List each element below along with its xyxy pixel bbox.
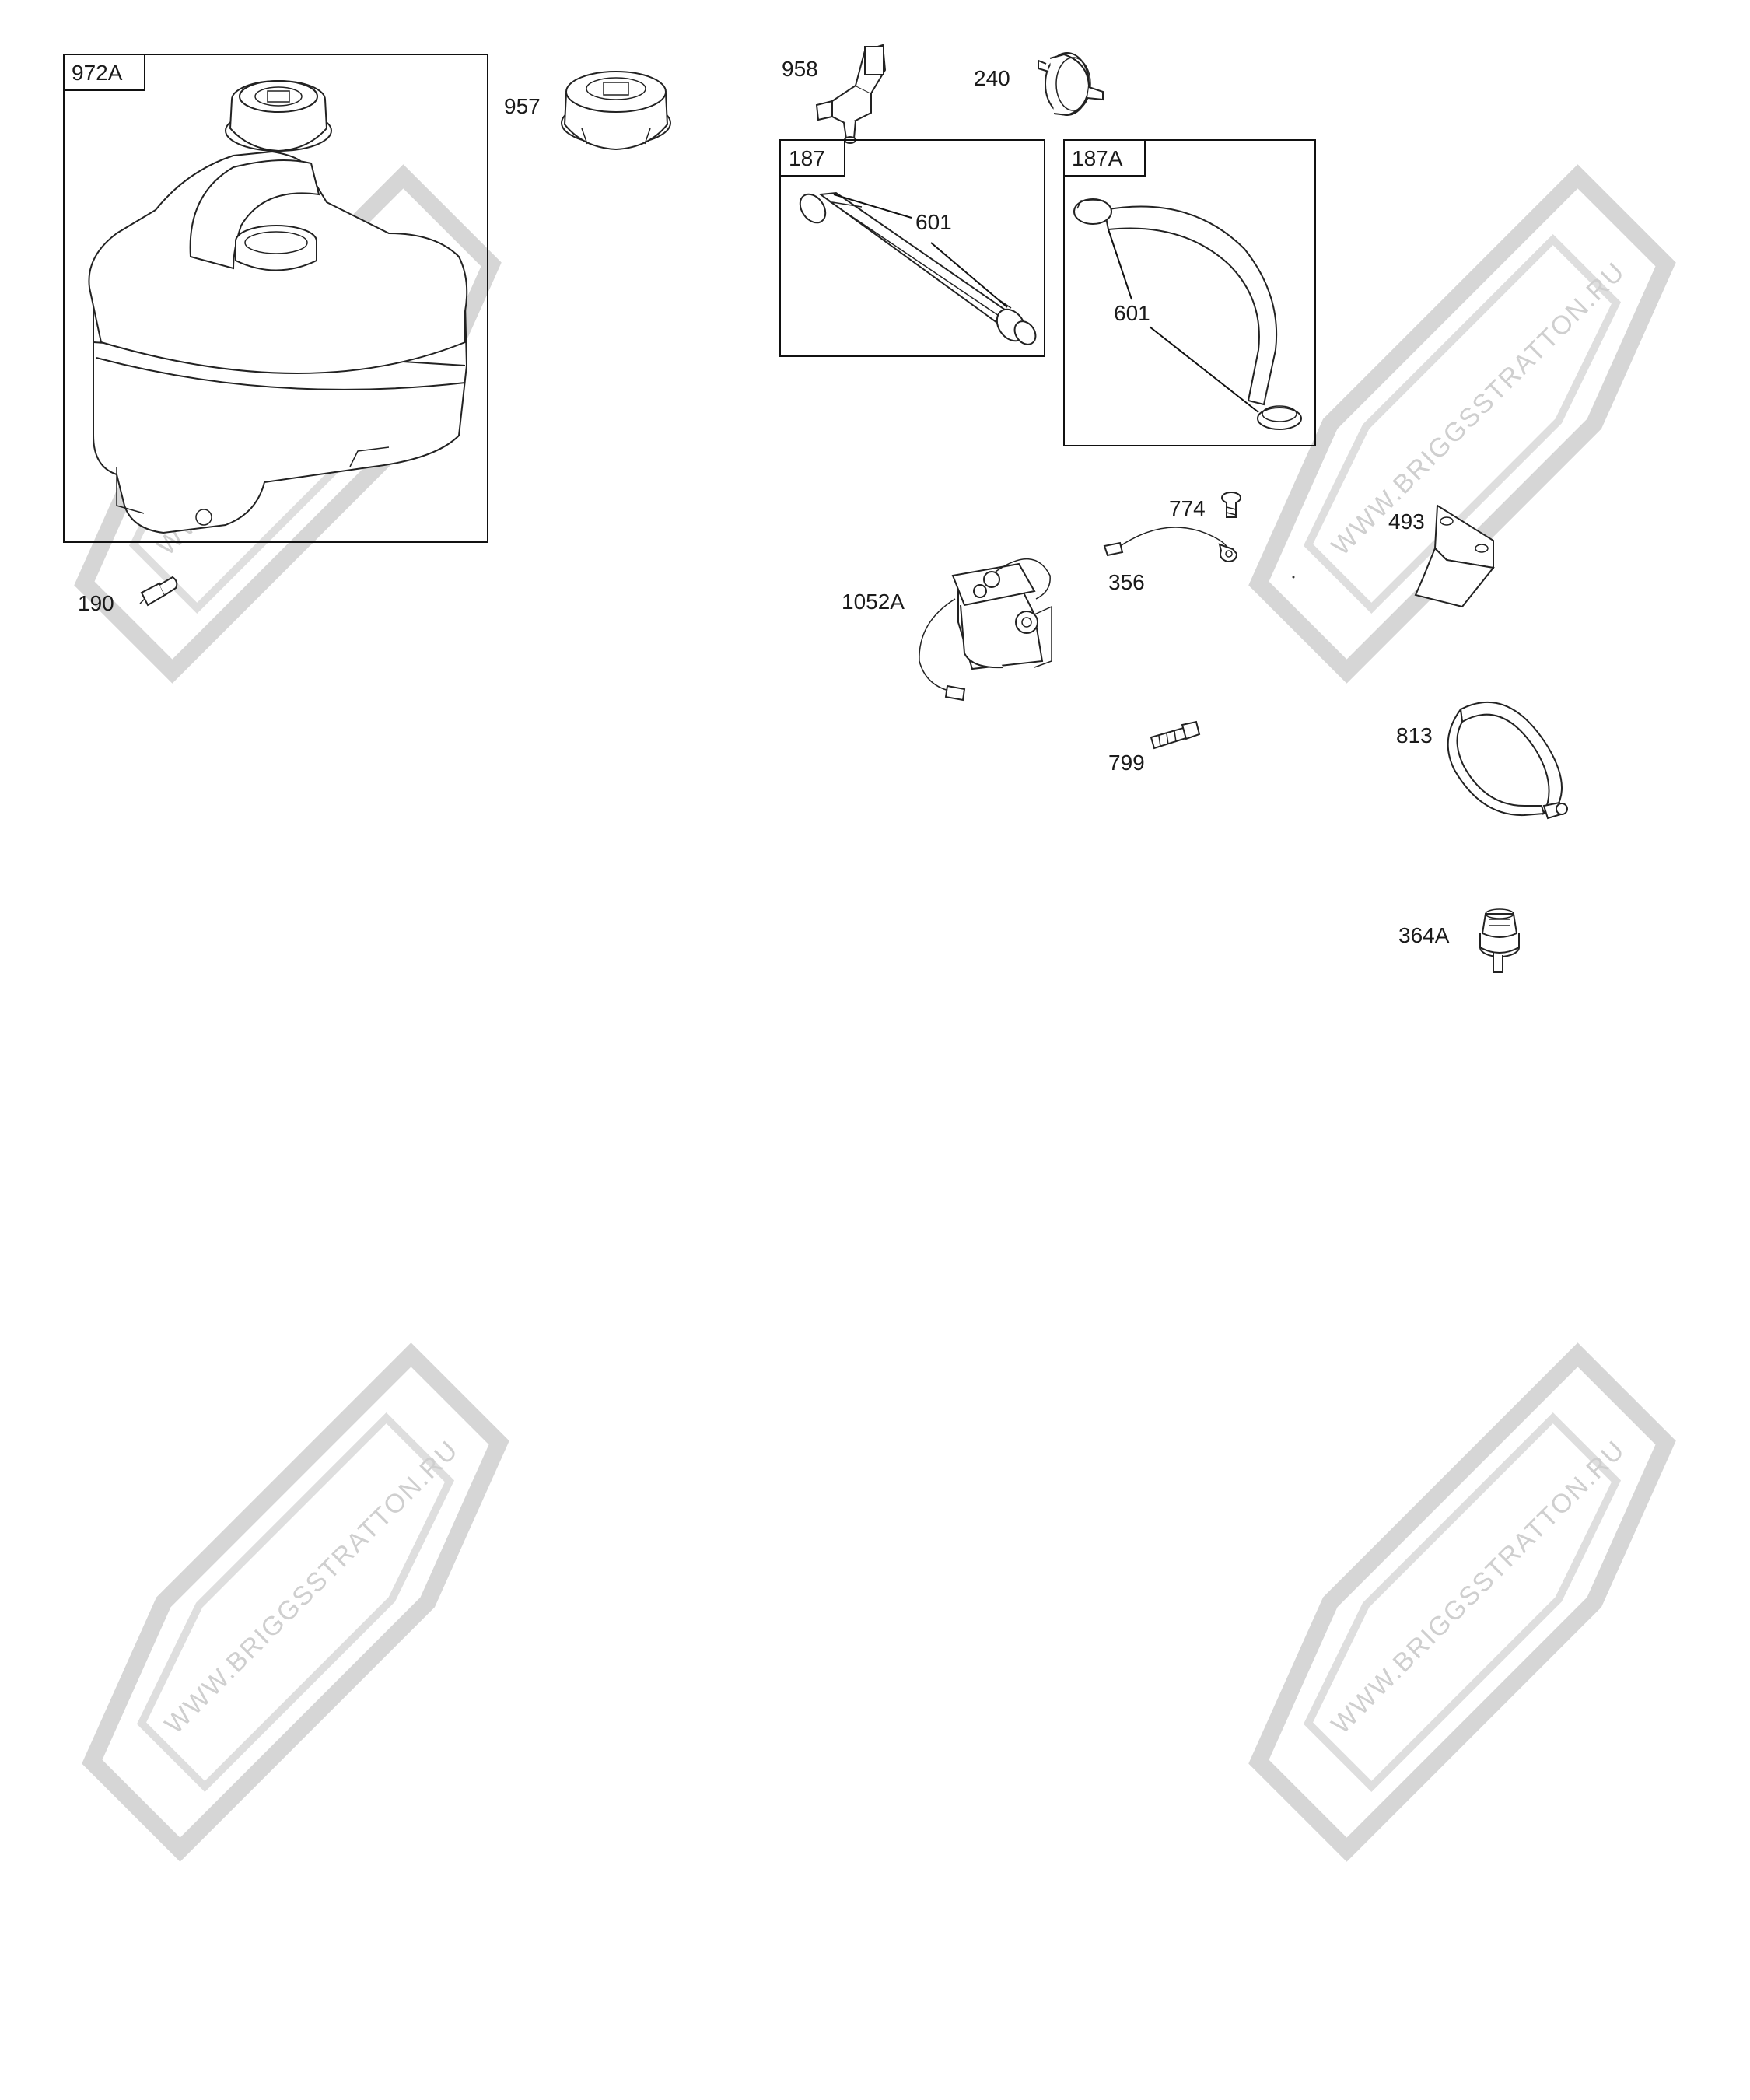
part-356: 356 <box>1103 527 1238 594</box>
leader-601-b2 <box>1149 326 1259 413</box>
part-813: 813 <box>1396 701 1568 820</box>
fuel-hose-187-icon <box>799 191 1037 345</box>
watermark-text-2: WWW.BRIGGSSTRATTON.RU <box>1326 257 1631 562</box>
part-364A: 364A <box>1398 908 1520 973</box>
fuel-tank-icon <box>88 150 468 534</box>
box-187: 187 601 <box>779 139 1045 357</box>
label-1052A: 1052A <box>842 590 905 614</box>
label-240: 240 <box>974 66 1010 90</box>
fuel-cap-on-tank-icon <box>225 80 332 152</box>
fitting-364A-icon <box>1479 908 1520 973</box>
label-957: 957 <box>504 94 541 118</box>
watermark-text-4: WWW.BRIGGSSTRATTON.RU <box>1326 1435 1631 1740</box>
label-190: 190 <box>78 591 114 615</box>
label-364A: 364A <box>1398 923 1450 947</box>
stray-dot <box>1292 576 1295 579</box>
label-601-a: 601 <box>915 210 952 234</box>
stud-799-icon <box>1150 720 1201 750</box>
box-187-label: 187 <box>789 146 825 170</box>
leader-601-b1 <box>1108 229 1132 300</box>
box-972A: 972A <box>63 54 488 543</box>
box-187A: 187A 601 <box>1063 139 1316 446</box>
part-957: 957 <box>504 71 671 151</box>
leader-601-a1 <box>833 194 912 219</box>
watermark-text-3: WWW.BRIGGSSTRATTON.RU <box>159 1435 464 1740</box>
ground-wire-356-icon <box>1103 527 1238 563</box>
screw-774-icon <box>1221 492 1241 518</box>
box-972A-label: 972A <box>72 61 123 85</box>
label-774: 774 <box>1169 496 1206 520</box>
watermark-bottom-right: WWW.BRIGGSSTRATTON.RU <box>1248 1342 1676 1862</box>
fuel-filter-240-icon <box>1038 52 1104 117</box>
part-240: 240 <box>974 52 1104 117</box>
label-813: 813 <box>1396 723 1433 747</box>
part-493: 493 <box>1388 504 1495 608</box>
part-799: 799 <box>1108 720 1201 775</box>
leader-601-a2 <box>930 242 1008 308</box>
solenoid-1052A-icon <box>919 558 1052 702</box>
label-799: 799 <box>1108 751 1145 775</box>
fuel-valve-958-icon <box>815 44 887 144</box>
label-601-b: 601 <box>1114 301 1150 325</box>
watermark-bottom-left: WWW.BRIGGSSTRATTON.RU <box>82 1342 509 1862</box>
part-1052A: 1052A <box>842 558 1052 702</box>
part-958: 958 <box>782 44 887 144</box>
label-958: 958 <box>782 57 818 81</box>
bolt-190-icon <box>139 576 178 607</box>
fuel-cap-957-icon <box>561 71 671 151</box>
fuel-hose-187A-icon <box>1073 198 1302 430</box>
part-774: 774 <box>1169 492 1241 520</box>
part-190: 190 <box>78 576 178 615</box>
strap-813-icon <box>1447 701 1568 820</box>
label-493: 493 <box>1388 509 1425 534</box>
box-187A-label: 187A <box>1072 146 1123 170</box>
label-356: 356 <box>1108 570 1145 594</box>
bracket-493-icon <box>1414 504 1495 608</box>
